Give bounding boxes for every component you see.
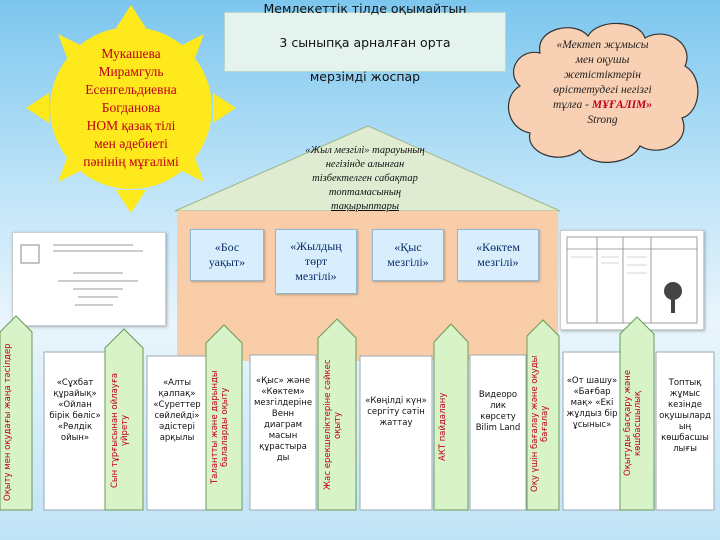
teacher-line: Есенгельдиевна [85, 82, 177, 97]
lesson-table-document-thumbnail[interactable] [560, 230, 704, 330]
activity-text: «Сұхбат құрайық» «Ойлан бірік бөліс» «Рө… [49, 378, 101, 443]
cloud-highlight: МҰҒАЛІМ» [591, 99, 653, 111]
activity-text: Топтық жұмыс кезінде оқушылард ың көшбас… [659, 378, 711, 454]
quote-cloud [507, 22, 699, 163]
cloud-line: «Мектеп жұмысы [556, 39, 649, 51]
cloud-line-part: тұлға - [552, 99, 592, 111]
roof-line: тізбектелген сабақтар [312, 173, 418, 184]
roof-line: негізінде алынған [325, 159, 405, 170]
strategy-label: Оқытуды басқару және көшбасшылық [623, 369, 643, 477]
strategy-label: Оқу үшін бағалау және оқуды бағалау [530, 355, 550, 493]
roof-caption: «Жыл мезгілі» тарауының негізінде алынға… [280, 144, 450, 214]
teacher-line: мен әдебиеті [94, 136, 168, 151]
strategy-label: Оқыту мен оқудағы жаңа тәсілдер [3, 343, 13, 501]
activity-text: «Алты қалпақ» «Суреттер сөйлейді» әдісте… [153, 378, 201, 443]
teacher-line: Богданова [101, 100, 161, 115]
teacher-line: НОМ қазақ тілі [86, 118, 176, 133]
cloud-line: өрістетудегі негізгі [553, 84, 652, 96]
strategy-label: Талантты және дарынды балаларды оқыту [210, 370, 230, 484]
activity-text: «От шашу» «Бағбар мақ» «Екі жұлдыз бір ұ… [566, 376, 618, 430]
cloud-line: жетістіктерін [564, 69, 641, 81]
teacher-line: пәнінің мұғалімі [83, 154, 179, 169]
sun-rays [26, 5, 236, 213]
title-line: Мемлекеттік тілде оқымайтын [263, 0, 467, 16]
plan-title-box: Мемлекеттік тілде оқымайтын 3 сыныпқа ар… [224, 1, 506, 84]
teacher-sun-card: Мукашева Мирамгуль Есенгельдиевна Богдан… [50, 27, 212, 189]
roof-line: топтамасының [328, 187, 402, 198]
title-line: 3 сыныпқа арналған орта [279, 34, 451, 50]
activity-text: «Көңілді күн» сергіту сәтін жаттау [365, 396, 427, 428]
roof-line: «Жыл мезгілі» тарауының [305, 145, 425, 156]
lesson-plan-document-thumbnail[interactable] [12, 232, 166, 326]
cloud-line: Strong [587, 114, 618, 126]
activity-text: Видеоро лик көрсету Bilim Land [475, 390, 521, 433]
activity-text: «Қыс» және «Көктем» мезгілдеріне Венн ди… [254, 376, 313, 463]
title-line: мерзімді жоспар [309, 68, 421, 84]
cloud-line: мен оқушы [575, 54, 630, 66]
roof-line: тақырыптары [331, 201, 399, 212]
cloud-line: тұлға - МҰҒАЛІМ» [525, 98, 680, 113]
strategy-label: Сын тұрғысынан ойлауға үйрету [110, 372, 130, 488]
teacher-line: Мирамгуль [98, 64, 164, 79]
strategy-label: АКТ пайдалану [438, 392, 448, 462]
teacher-line: Мукашева [101, 46, 161, 61]
strategy-label: Жас ерекшеліктеріне сәйкес оқыту [323, 359, 343, 491]
document-preview-icon [20, 244, 143, 306]
cloud-quote: «Мектеп жұмысы мен оқушы жетістіктерін ө… [525, 38, 680, 128]
